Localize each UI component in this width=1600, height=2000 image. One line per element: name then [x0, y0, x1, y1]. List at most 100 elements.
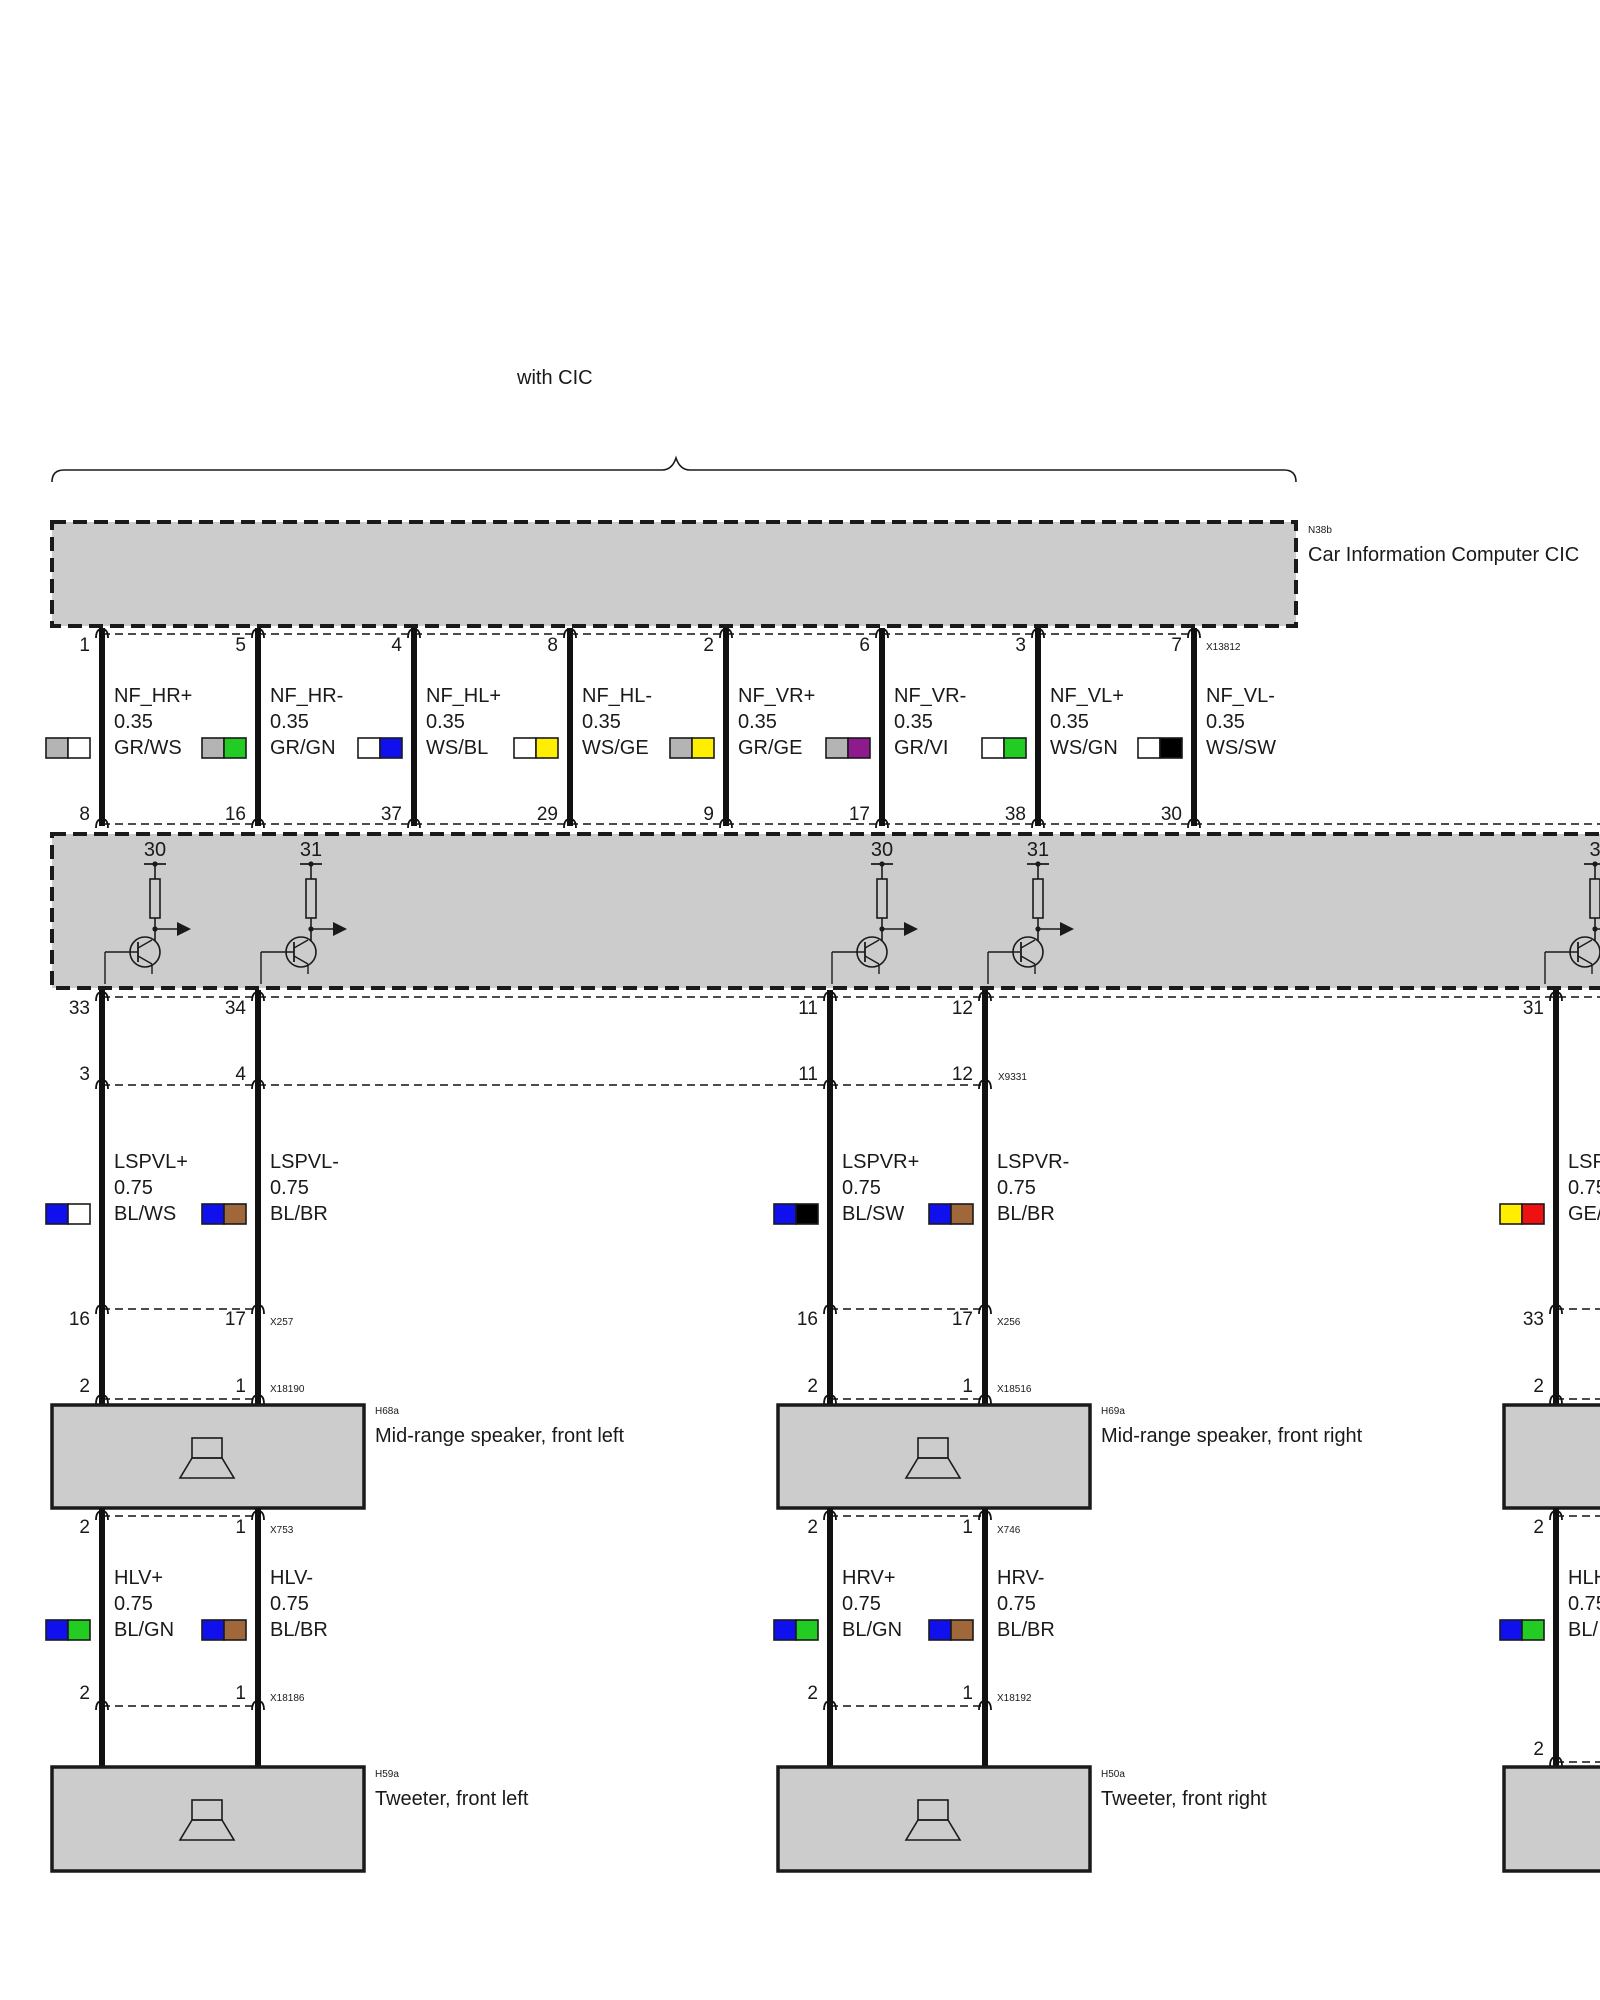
wire-color-swatch-a — [201, 737, 225, 759]
cic-connector-label: X13812 — [1206, 642, 1241, 653]
wire-size-label: 0.75 — [1568, 1593, 1600, 1615]
cic-pin-label: 7 — [1171, 635, 1182, 656]
amp-out-pin-label: 11 — [798, 998, 818, 1019]
tweeter-pin-label: 2 — [1533, 1739, 1544, 1760]
tweeter-feed-wires: HLV+0.75BL/GNHLV-0.75BL/BRHRV+0.75BL/GNH… — [45, 1508, 1600, 1768]
wire-color-label: GR/GE — [738, 737, 802, 759]
wire-size-label: 0.75 — [114, 1177, 153, 1199]
tweeter-name: Tweeter, front left — [375, 1788, 529, 1810]
amplifier-box — [50, 832, 1600, 990]
wire-size-label: 0.75 — [842, 1593, 881, 1615]
variant-brace — [51, 455, 1297, 483]
wire-signal-label: LSP — [1568, 1151, 1600, 1173]
midrange-speaker-box — [50, 1403, 366, 1510]
tweeter-pin-label: 2 — [79, 1683, 90, 1704]
amp-supply-label: 30 — [144, 839, 166, 861]
amp-out-pin-label: 33 — [69, 998, 90, 1019]
wire-color-swatch-b — [1003, 737, 1027, 759]
nf-top-junction — [407, 628, 421, 639]
cic-pin-label: 1 — [79, 635, 90, 656]
wire-color-swatch-a — [45, 1619, 69, 1641]
wire-color-swatch-b — [223, 1619, 247, 1641]
tweeter-box — [50, 1765, 366, 1873]
wire-size-label: 0.75 — [997, 1177, 1036, 1199]
tweeter-box — [776, 1765, 1092, 1873]
tweeter-connector-label: X18186 — [270, 1693, 305, 1704]
midrange-speaker-code: H69a — [1101, 1406, 1125, 1417]
wire-color-swatch-b — [847, 737, 871, 759]
nf-wire-group: 18NF_HR+0.35GR/WS516NF_HR-0.35GR/GN437NF… — [45, 628, 1276, 829]
amp-out-junction — [823, 991, 837, 1002]
wire-color-label: BL/GN — [842, 1619, 902, 1641]
amp-in-pin-label: 29 — [537, 804, 558, 825]
cic-module-code: N38b — [1308, 525, 1332, 536]
wire-color-label: GR/VI — [894, 737, 948, 759]
tweeter-pin-label: 1 — [962, 1683, 973, 1704]
midrange-out-connector-label: X746 — [997, 1525, 1021, 1536]
wire-color-swatch-a — [1137, 737, 1161, 759]
wire-signal-label: HRV- — [997, 1567, 1044, 1589]
wire-color-label: WS/BL — [426, 737, 488, 759]
nf-top-junction — [251, 628, 265, 639]
wire-color-label: BL/GN — [114, 1619, 174, 1641]
wire-color-swatch-b — [795, 1619, 819, 1641]
wire-color-swatch-a — [357, 737, 381, 759]
amp-supply-label: 31 — [1027, 839, 1049, 861]
inline-pin-label: 17 — [225, 1309, 246, 1330]
wire-color-label: BL/BR — [270, 1203, 328, 1225]
wire-signal-label: NF_HL- — [582, 685, 652, 707]
tweeter-code: H59a — [375, 1769, 399, 1780]
wire-color-swatch-a — [773, 1619, 797, 1641]
wire-size-label: 0.35 — [1050, 711, 1089, 733]
amp-in-pin-label: 38 — [1005, 804, 1026, 825]
wire-color-swatch-a — [45, 737, 69, 759]
cic-pin-label: 5 — [235, 635, 246, 656]
wire-color-swatch-b — [1159, 737, 1183, 759]
inline-pin-label: 33 — [1523, 1309, 1544, 1330]
x9331-pin-label: 4 — [235, 1064, 246, 1085]
x9331-pin-label: 11 — [798, 1064, 818, 1085]
speaker-pin-label: 1 — [962, 1376, 973, 1397]
wire-color-swatch-b — [691, 737, 715, 759]
cic-module-name: Car Information Computer CIC — [1308, 544, 1579, 566]
wire-signal-label: LSPVR- — [997, 1151, 1069, 1173]
wire-color-swatch-b — [67, 1203, 91, 1225]
wire-color-swatch-b — [1521, 1203, 1545, 1225]
wire-size-label: 0.75 — [842, 1177, 881, 1199]
wire-color-swatch-a — [201, 1619, 225, 1641]
tweeter-name: Tweeter, front right — [1101, 1788, 1267, 1810]
wire-color-swatch-a — [981, 737, 1005, 759]
wire-signal-label: NF_HR- — [270, 685, 343, 707]
wire-signal-label: HLH — [1568, 1567, 1600, 1589]
wire-size-label: 0.35 — [738, 711, 777, 733]
speaker-feed-wires: LSPVL+0.75BL/WSLSPVL-0.75BL/BRLSPVR+0.75… — [45, 1090, 1600, 1405]
wire-color-label: BL/SW — [842, 1203, 904, 1225]
wire-size-label: 0.35 — [426, 711, 465, 733]
wire-size-label: 0.35 — [894, 711, 933, 733]
cic-pin-label: 4 — [391, 635, 402, 656]
cic-pin-label: 6 — [859, 635, 870, 656]
cic-pin-label: 8 — [547, 635, 558, 656]
speaker-pin-label: 2 — [79, 1376, 90, 1397]
x9331-pin-label: 12 — [952, 1064, 973, 1085]
wire-signal-label: LSPVR+ — [842, 1151, 919, 1173]
wire-color-swatch-b — [795, 1203, 819, 1225]
speaker-pin-label: 1 — [235, 1376, 246, 1397]
wire-color-swatch-b — [950, 1619, 974, 1641]
x9331-connector-label: X9331 — [998, 1072, 1027, 1083]
wire-color-swatch-b — [950, 1203, 974, 1225]
wire-color-swatch-b — [535, 737, 559, 759]
wire-signal-label: NF_VL+ — [1050, 685, 1124, 707]
wire-signal-label: NF_VR+ — [738, 685, 815, 707]
nf-top-junction — [875, 628, 889, 639]
wire-color-swatch-a — [45, 1203, 69, 1225]
amp-out-junction — [978, 991, 992, 1002]
wire-size-label: 0.35 — [114, 711, 153, 733]
wire-color-label: BL/BR — [270, 1619, 328, 1641]
wire-signal-label: LSPVL- — [270, 1151, 339, 1173]
inline-connector-label: X257 — [270, 1317, 294, 1328]
wire-color-swatch-a — [928, 1619, 952, 1641]
wire-signal-label: NF_VL- — [1206, 685, 1275, 707]
